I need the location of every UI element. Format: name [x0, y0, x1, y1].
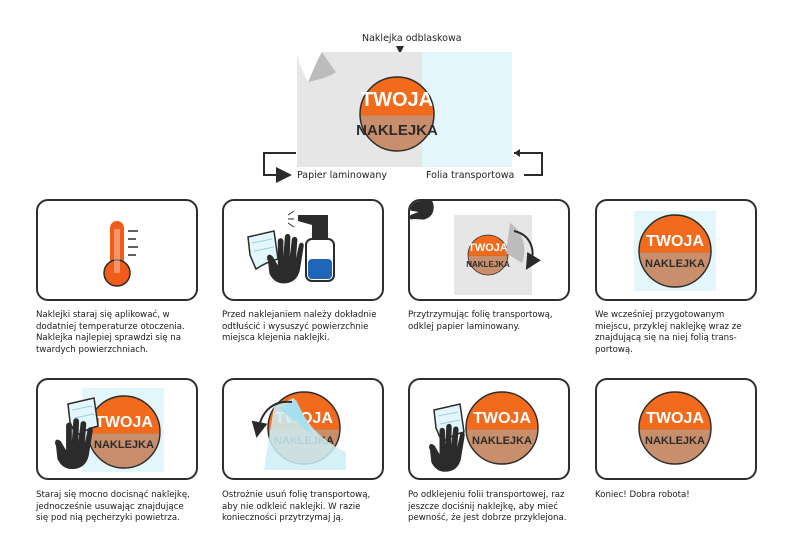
svg-text:NAKLEJKA: NAKLEJKA: [645, 435, 705, 447]
step-desc-8: Koniec! Dobra robota!: [595, 490, 690, 500]
left-label: Papier laminowany: [297, 170, 387, 181]
press-sticker-icon: TWOJA NAKLEJKA: [55, 388, 164, 472]
svg-text:NAKLEJKA: NAKLEJKA: [94, 439, 154, 451]
sticker-on-film-icon: TWOJA NAKLEJKA: [634, 211, 716, 291]
remove-film-icon: TWOJA NAKLEJKA: [251, 380, 346, 470]
top-label: Naklejka odblaskowa: [362, 33, 462, 44]
step-desc-3: Przytrzymując folię transportową,odklej …: [408, 310, 553, 332]
step-card-3: TWOJA NAKLEJKA: [408, 199, 570, 301]
step-card-6: TWOJA NAKLEJKA: [222, 378, 384, 480]
step-card-5: TWOJA NAKLEJKA: [36, 378, 198, 480]
svg-text:TWOJA: TWOJA: [646, 233, 704, 250]
header-illustration: TWOJA NAKLEJKA: [263, 46, 543, 183]
right-label: Folia transportowa: [426, 170, 515, 181]
svg-text:TWOJA: TWOJA: [473, 410, 531, 427]
sticker-text-bottom: NAKLEJKA: [356, 122, 438, 139]
svg-text:TWOJA: TWOJA: [646, 410, 704, 427]
step-desc-6: Ostrożnie usuń folię transportową,aby ni…: [222, 490, 371, 523]
spray-bottle-icon: [247, 210, 335, 284]
thermometer-icon: [103, 221, 138, 287]
svg-text:TWOJA: TWOJA: [95, 414, 153, 431]
sticker-text-top: TWOJA: [361, 89, 433, 111]
finished-sticker-icon: TWOJA NAKLEJKA: [597, 380, 755, 478]
step-card-2: [222, 199, 384, 301]
step-card-4: TWOJA NAKLEJKA: [595, 199, 757, 301]
step-card-8: TWOJA NAKLEJKA: [595, 378, 757, 480]
press-again-icon: TWOJA NAKLEJKA: [429, 380, 568, 472]
svg-text:NAKLEJKA: NAKLEJKA: [645, 258, 705, 270]
step-desc-5: Staraj się mocno docisnąć naklejkę,jedno…: [36, 490, 190, 523]
step-card-7: TWOJA NAKLEJKA: [408, 378, 570, 480]
step-card-1: [36, 199, 198, 301]
svg-text:NAKLEJKA: NAKLEJKA: [466, 260, 510, 269]
svg-text:NAKLEJKA: NAKLEJKA: [472, 435, 532, 447]
svg-text:TWOJA: TWOJA: [468, 242, 508, 254]
peel-paper-icon: TWOJA NAKLEJKA: [410, 201, 541, 295]
